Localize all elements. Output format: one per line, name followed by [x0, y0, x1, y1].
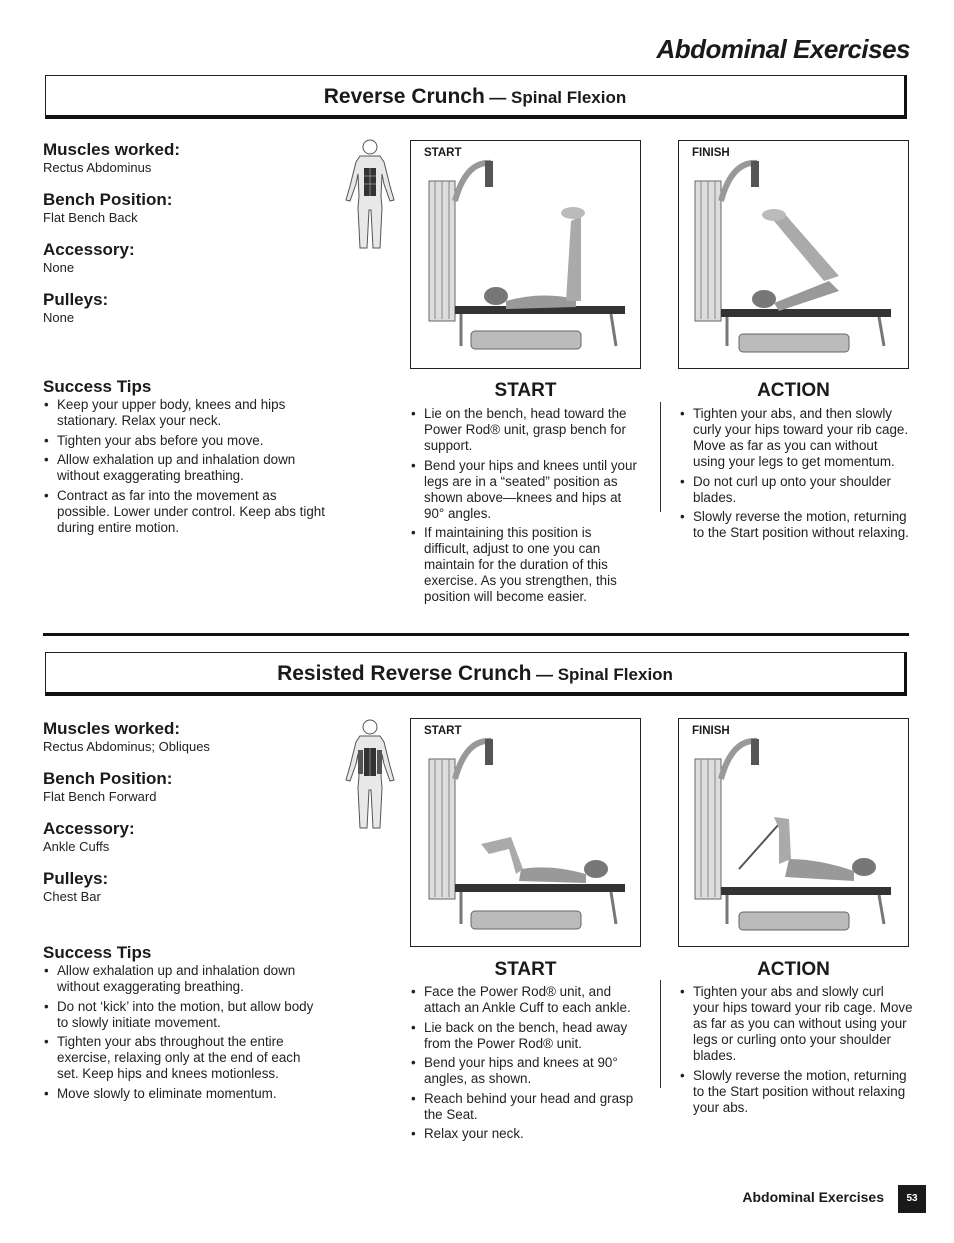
finish-position-photo: FINISH [678, 140, 909, 369]
action-heading: ACTION [757, 380, 830, 401]
bench-position-label: Bench Position: [43, 769, 173, 788]
list-item: Tighten your abs before you move. [43, 433, 328, 449]
page-title: Abdominal Exercises [656, 34, 911, 64]
exercise-header-resisted-reverse-crunch: Resisted Reverse Crunch — Spinal Flexion [45, 652, 907, 696]
footer-section-label: Abdominal Exercises [742, 1189, 884, 1205]
muscle-anatomy-figure [345, 139, 395, 249]
success-tips-title: Success Tips [43, 377, 152, 396]
exercise-info: Muscles worked: Rectus Abdominus Bench P… [43, 140, 333, 340]
accessory-label: Accessory: [43, 819, 135, 838]
list-item: Tighten your abs and slowly curl your hi… [679, 984, 913, 1064]
accessory-label: Accessory: [43, 240, 135, 259]
section-divider [43, 633, 909, 636]
start-position-photo: START [410, 718, 641, 947]
pulleys-label: Pulleys: [43, 290, 109, 309]
bench-position-value: Flat Bench Forward [43, 789, 157, 804]
list-item: Tighten your abs throughout the entire e… [43, 1034, 323, 1082]
muscles-worked-value: Rectus Abdominus [43, 160, 152, 175]
list-item: Slowly reverse the motion, returning to … [679, 509, 911, 541]
list-item: Relax your neck. [410, 1126, 638, 1142]
exercise-subtitle: — Spinal Flexion [535, 665, 673, 684]
start-tag: START [424, 147, 462, 159]
muscles-worked-label: Muscles worked: [43, 140, 180, 159]
success-tips: Success Tips Allow exhalation up and inh… [43, 943, 323, 1105]
list-item: If maintaining this position is difficul… [410, 525, 638, 605]
start-tag: START [424, 725, 462, 737]
accessory-value: Ankle Cuffs [43, 839, 110, 854]
start-heading: START [494, 959, 557, 980]
list-item: Keep your upper body, knees and hips sta… [43, 397, 328, 429]
exercise-name: Reverse Crunch [323, 85, 485, 108]
list-item: Reach behind your head and grasp the Sea… [410, 1091, 638, 1123]
finish-tag: FINISH [692, 147, 730, 159]
finish-tag: FINISH [692, 725, 730, 737]
muscles-worked-label: Muscles worked: [43, 719, 180, 738]
bench-position-label: Bench Position: [43, 190, 173, 209]
start-heading: START [494, 380, 557, 401]
pulleys-label: Pulleys: [43, 869, 109, 888]
success-tips-list: Allow exhalation up and inhalation down … [43, 963, 323, 1102]
exercise-name: Resisted Reverse Crunch [277, 662, 532, 685]
action-steps-list: Tighten your abs and slowly curl your hi… [679, 984, 913, 1119]
pulleys-value: Chest Bar [43, 889, 101, 904]
exercise-subtitle: — Spinal Flexion [489, 88, 627, 107]
action-steps-list: Tighten your abs, and then slowly curly … [679, 406, 911, 545]
exercise-illustration [428, 159, 625, 350]
list-item: Move slowly to eliminate momentum. [43, 1086, 323, 1102]
list-item: Lie back on the bench, head away from th… [410, 1020, 638, 1052]
list-item: Slowly reverse the motion, returning to … [679, 1068, 913, 1116]
success-tips-title: Success Tips [43, 943, 152, 962]
list-item: Contract as far into the movement as pos… [43, 488, 328, 536]
bench-position-value: Flat Bench Back [43, 210, 138, 225]
column-divider [660, 402, 661, 512]
list-item: Bend your hips and knees until your legs… [410, 458, 638, 522]
list-item: Allow exhalation up and inhalation down … [43, 452, 328, 484]
start-position-photo: START [410, 140, 641, 369]
list-item: Do not curl up onto your shoulder blades… [679, 474, 911, 506]
success-tips: Success Tips Keep your upper body, knees… [43, 377, 328, 539]
exercise-info: Muscles worked: Rectus Abdominus; Obliqu… [43, 719, 333, 919]
exercise-illustration [694, 737, 891, 931]
finish-position-photo: FINISH [678, 718, 909, 947]
start-steps-list: Face the Power Rod® unit, and attach an … [410, 984, 638, 1146]
list-item: Bend your hips and knees at 90° angles, … [410, 1055, 638, 1087]
exercise-illustration [694, 159, 891, 353]
start-steps-list: Lie on the bench, head toward the Power … [410, 406, 638, 609]
list-item: Allow exhalation up and inhalation down … [43, 963, 323, 995]
exercise-header-reverse-crunch: Reverse Crunch — Spinal Flexion [45, 75, 907, 119]
muscle-anatomy-figure [345, 719, 395, 829]
accessory-value: None [43, 260, 75, 275]
list-item: Lie on the bench, head toward the Power … [410, 406, 638, 454]
exercise-illustration [428, 737, 625, 930]
success-tips-list: Keep your upper body, knees and hips sta… [43, 397, 328, 536]
pulleys-value: None [43, 310, 75, 325]
column-divider [660, 980, 661, 1088]
page-number: 53 [898, 1185, 926, 1213]
action-heading: ACTION [757, 959, 830, 980]
list-item: Do not ‘kick’ into the motion, but allow… [43, 999, 323, 1031]
muscles-worked-value: Rectus Abdominus; Obliques [43, 739, 210, 754]
list-item: Tighten your abs, and then slowly curly … [679, 406, 911, 470]
list-item: Face the Power Rod® unit, and attach an … [410, 984, 638, 1016]
